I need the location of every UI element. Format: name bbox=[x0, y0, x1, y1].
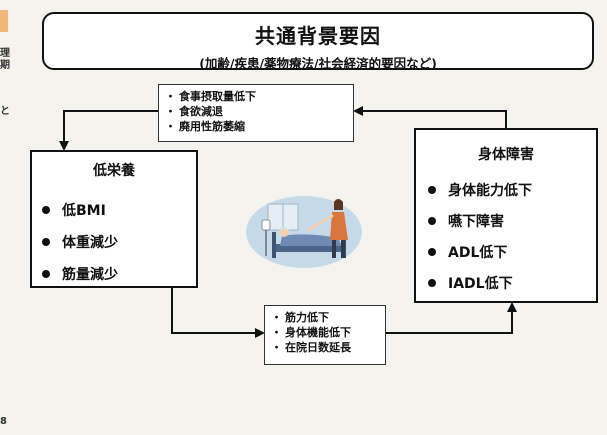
arrow-disability-to-cause bbox=[353, 106, 507, 128]
disability-box: 身体障害 身体能力低下 嚥下障害 ADL低下 IADL低下 bbox=[414, 128, 598, 303]
malnutrition-title: 低栄養 bbox=[93, 163, 135, 179]
effect-note-box: 筋力低下 身体機能低下 在院日数延長 bbox=[264, 305, 386, 365]
effect-item: 筋力低下 bbox=[271, 310, 379, 325]
left-edge-text-1: 理 bbox=[0, 48, 10, 59]
bullet-dot bbox=[428, 216, 436, 225]
cause-item: 食欲減退 bbox=[165, 104, 347, 119]
common-factors-subtitle: (加齢/疾患/薬物療法/社会経済的要因など) bbox=[199, 56, 437, 71]
malnutrition-item: 筋量減少 bbox=[32, 258, 196, 290]
arrow-effect-to-disability bbox=[386, 302, 517, 334]
cause-item: 食事摂取量低下 bbox=[165, 89, 347, 104]
cause-item: 廃用性筋萎縮 bbox=[165, 119, 347, 134]
bullet-dot bbox=[42, 270, 50, 278]
caregiving-illustration bbox=[246, 196, 362, 268]
arrow-cause-to-malnutrition bbox=[59, 110, 158, 151]
common-factors-title: 共通背景要因 bbox=[255, 24, 381, 48]
disability-title: 身体障害 bbox=[478, 147, 534, 163]
left-edge-text-3: と bbox=[0, 106, 10, 117]
effect-item: 在院日数延長 bbox=[271, 340, 379, 355]
bullet-dot bbox=[428, 185, 436, 194]
common-factors-box: 共通背景要因 (加齢/疾患/薬物療法/社会経済的要因など) bbox=[42, 12, 594, 71]
left-edge-text-2: 期 bbox=[0, 60, 10, 71]
bullet-dot bbox=[42, 206, 50, 214]
disability-item: ADL低下 bbox=[416, 236, 596, 267]
effect-item: 身体機能低下 bbox=[271, 325, 379, 340]
bullet-dot bbox=[428, 278, 436, 287]
page-number: 8 bbox=[0, 416, 7, 427]
bullet-dot bbox=[42, 238, 50, 246]
disability-item: 身体能力低下 bbox=[416, 174, 596, 205]
disability-item: 嚥下障害 bbox=[416, 205, 596, 236]
arrow-malnutrition-to-effect bbox=[171, 288, 265, 338]
disability-item: IADL低下 bbox=[416, 267, 596, 298]
malnutrition-item: 体重減少 bbox=[32, 226, 196, 258]
bullet-dot bbox=[428, 247, 436, 256]
malnutrition-item: 低BMI bbox=[32, 194, 196, 226]
cause-note-box: 食事摂取量低下 食欲減退 廃用性筋萎縮 bbox=[158, 84, 354, 142]
left-edge-tab bbox=[0, 10, 8, 32]
malnutrition-box: 低栄養 低BMI 体重減少 筋量減少 bbox=[30, 150, 198, 288]
